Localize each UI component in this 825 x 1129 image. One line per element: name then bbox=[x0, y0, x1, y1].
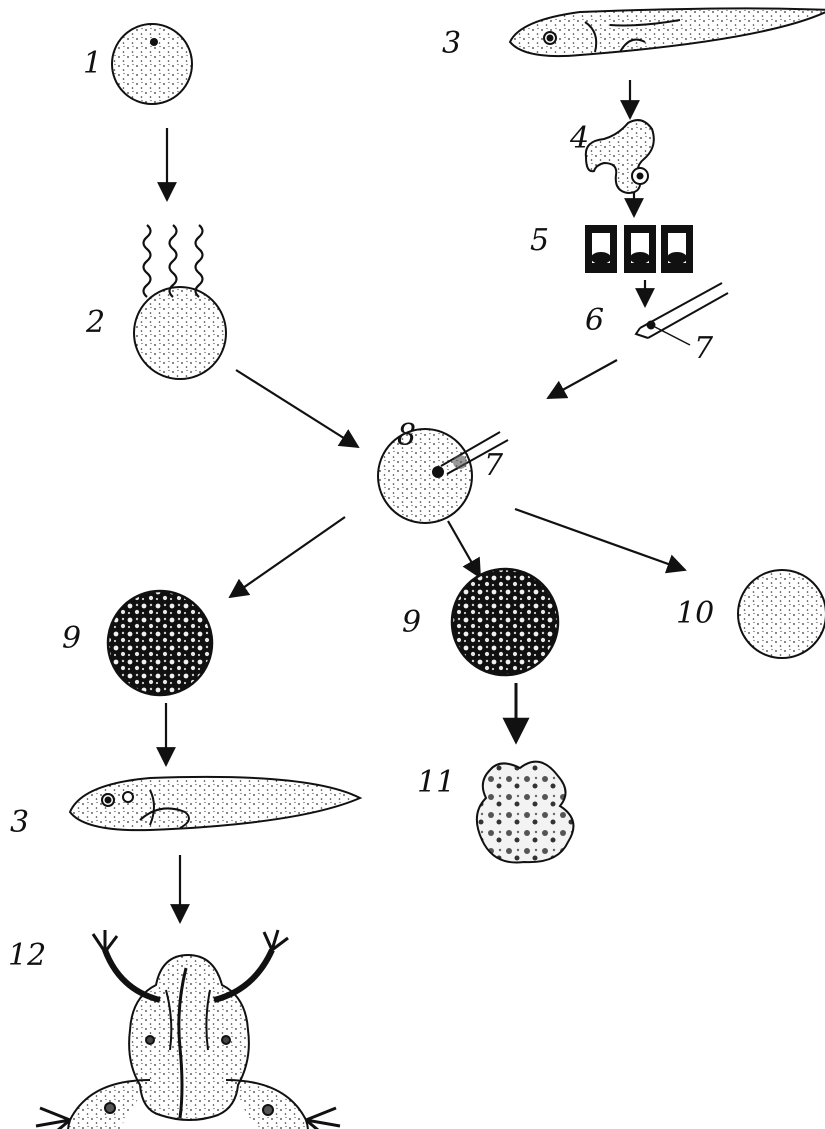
arrow-2-to-8 bbox=[236, 370, 358, 447]
label-1: 1 bbox=[83, 46, 102, 81]
label-5: 5 bbox=[530, 223, 549, 258]
arrow-8-to-9-middle bbox=[448, 521, 480, 577]
label-7-middle: 7 bbox=[484, 448, 504, 483]
tadpole-donor bbox=[510, 8, 825, 56]
radiation-waves bbox=[144, 225, 203, 297]
label-9-left: 9 bbox=[62, 621, 81, 656]
tadpole-result bbox=[70, 777, 360, 830]
label-3-bottom: 3 bbox=[10, 805, 29, 840]
egg-irradiated bbox=[134, 287, 226, 379]
failed-egg bbox=[738, 570, 825, 658]
label-12: 12 bbox=[8, 938, 46, 973]
adult-frog bbox=[36, 930, 340, 1129]
label-6: 6 bbox=[585, 303, 604, 338]
arrow-8-to-9-left bbox=[230, 517, 345, 597]
label-11: 11 bbox=[417, 765, 455, 800]
egg-unfertilized bbox=[112, 24, 192, 104]
blastula-middle bbox=[452, 569, 558, 675]
intestine bbox=[586, 120, 654, 193]
arrow-8-to-10 bbox=[515, 509, 685, 570]
label-4: 4 bbox=[569, 121, 589, 156]
micropipette bbox=[636, 283, 728, 338]
label-2: 2 bbox=[85, 305, 105, 340]
label-10: 10 bbox=[676, 596, 714, 631]
abnormal-embryo bbox=[477, 762, 574, 863]
label-7-top: 7 bbox=[694, 331, 714, 366]
label-8: 8 bbox=[397, 418, 416, 453]
leader-7-top bbox=[655, 327, 690, 345]
label-9-middle: 9 bbox=[402, 605, 421, 640]
label-3-top: 3 bbox=[442, 26, 461, 61]
arrow-6-to-8 bbox=[548, 360, 617, 398]
isolated-cells bbox=[586, 226, 692, 272]
blastula-left bbox=[108, 591, 212, 695]
